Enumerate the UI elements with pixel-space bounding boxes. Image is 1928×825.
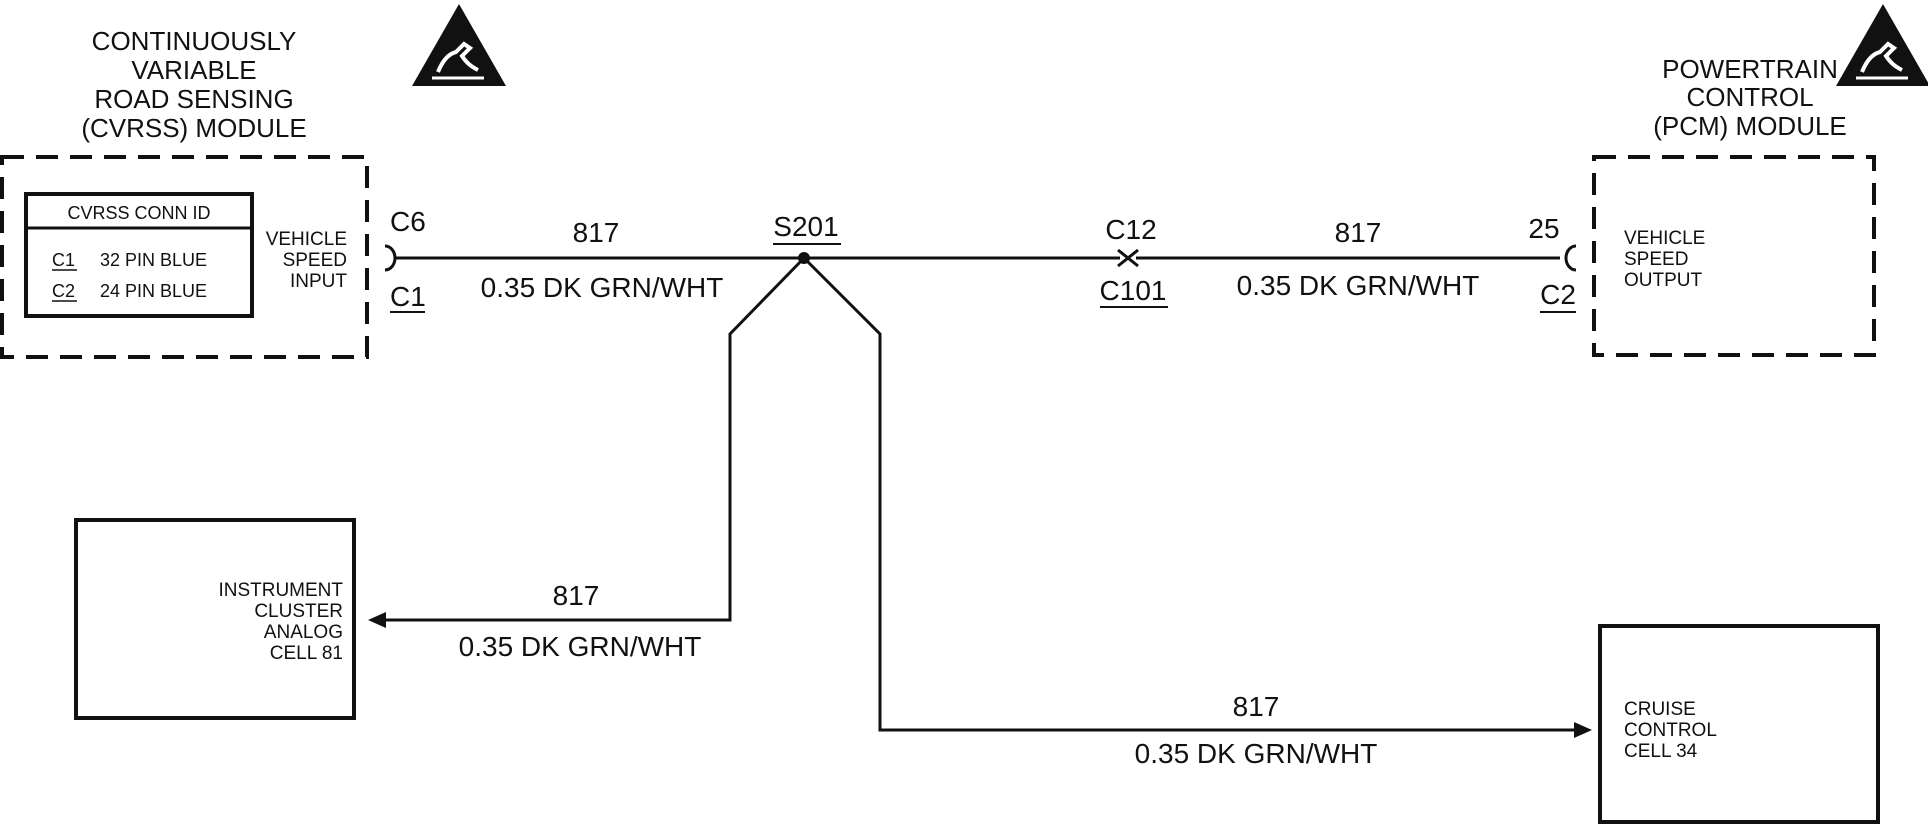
pcm-pin-label-line-1: VEHICLE (1624, 228, 1705, 249)
cruise-line-3: CELL 34 (1624, 741, 1698, 762)
cruise-arrowhead (1574, 722, 1592, 738)
instrument-cluster-box (74, 518, 356, 720)
cvrss-connector-name: C1 (390, 281, 426, 312)
esd-warning-icon (412, 4, 506, 86)
pcm-pin-label: VEHICLE SPEED OUTPUT (1624, 228, 1705, 291)
wire-1-circuit: 817 (573, 217, 620, 248)
cvrss-module-box (0, 155, 369, 359)
cvrss-pin-label-line-3: INPUT (290, 271, 347, 292)
cruise-control-label: CRUISE CONTROL CELL 34 (1624, 699, 1717, 762)
conn-id-row-2-desc: 24 PIN BLUE (100, 281, 207, 301)
cruise-line-2: CONTROL (1624, 720, 1717, 741)
pcm-pin-label-line-2: SPEED (1624, 249, 1688, 270)
cvrss-pin-number: C6 (390, 206, 426, 237)
conn-id-row-1-conn: C1 (52, 250, 75, 270)
pcm-pin-connector-symbol (1564, 244, 1577, 272)
wire-3-spec: 0.35 DK GRN/WHT (459, 631, 702, 662)
cvrss-pin-label: VEHICLE SPEED INPUT (266, 229, 348, 292)
pcm-title-line-1: POWERTRAIN (1662, 54, 1838, 84)
conn-id-row-1-desc: 32 PIN BLUE (100, 250, 207, 270)
cvrss-title-line-1: CONTINUOUSLY (92, 26, 297, 56)
inline-connector-c101 (1117, 248, 1139, 268)
cluster-line-2: CLUSTER (254, 601, 343, 622)
pcm-pin-number: 25 (1528, 213, 1559, 244)
cvrss-title-line-2: VARIABLE (131, 55, 256, 85)
pcm-module-title: POWERTRAIN CONTROL (PCM) MODULE (1653, 54, 1847, 141)
cvrss-pin-connector-symbol (384, 244, 397, 272)
cluster-line-3: ANALOG (264, 622, 343, 643)
pcm-title-line-2: CONTROL (1686, 82, 1813, 112)
wire-splice-to-cruise (802, 256, 1580, 732)
inline-connector-name: C101 (1100, 275, 1167, 306)
wire-4-circuit: 817 (1233, 691, 1280, 722)
cvrss-title-line-3: ROAD SENSING (94, 84, 293, 114)
wire-splice-to-cluster (378, 256, 806, 622)
cvrss-conn-id-table: CVRSS CONN ID C1 32 PIN BLUE C2 24 PIN B… (24, 192, 254, 318)
cvrss-module-title: CONTINUOUSLY VARIABLE ROAD SENSING (CVRS… (81, 26, 306, 143)
wire-4-spec: 0.35 DK GRN/WHT (1135, 738, 1378, 769)
pcm-connector-name: C2 (1540, 279, 1576, 310)
cluster-line-4: CELL 81 (270, 643, 343, 664)
cluster-arrowhead (368, 612, 386, 628)
conn-id-row-2-conn: C2 (52, 281, 75, 301)
cvrss-pin-label-line-1: VEHICLE (266, 229, 347, 250)
pcm-module-box (1592, 155, 1876, 357)
wire-3-circuit: 817 (553, 580, 600, 611)
pcm-pin-label-line-3: OUTPUT (1624, 270, 1703, 291)
esd-warning-icon-right (1836, 4, 1928, 86)
cruise-line-1: CRUISE (1624, 699, 1696, 720)
instrument-cluster-label: INSTRUMENT CLUSTER ANALOG CELL 81 (218, 580, 343, 664)
splice-name: S201 (773, 211, 838, 242)
cvrss-pin-label-line-2: SPEED (283, 250, 347, 271)
pcm-title-line-3: (PCM) MODULE (1653, 111, 1847, 141)
wire-2-spec: 0.35 DK GRN/WHT (1237, 270, 1480, 301)
cvrss-title-line-4: (CVRSS) MODULE (81, 113, 306, 143)
conn-id-title: CVRSS CONN ID (67, 203, 210, 223)
cruise-control-box (1598, 624, 1880, 824)
inline-connector-pin: C12 (1105, 214, 1156, 245)
wire-2-circuit: 817 (1335, 217, 1382, 248)
cluster-line-1: INSTRUMENT (218, 580, 343, 601)
wire-1-spec: 0.35 DK GRN/WHT (481, 272, 724, 303)
